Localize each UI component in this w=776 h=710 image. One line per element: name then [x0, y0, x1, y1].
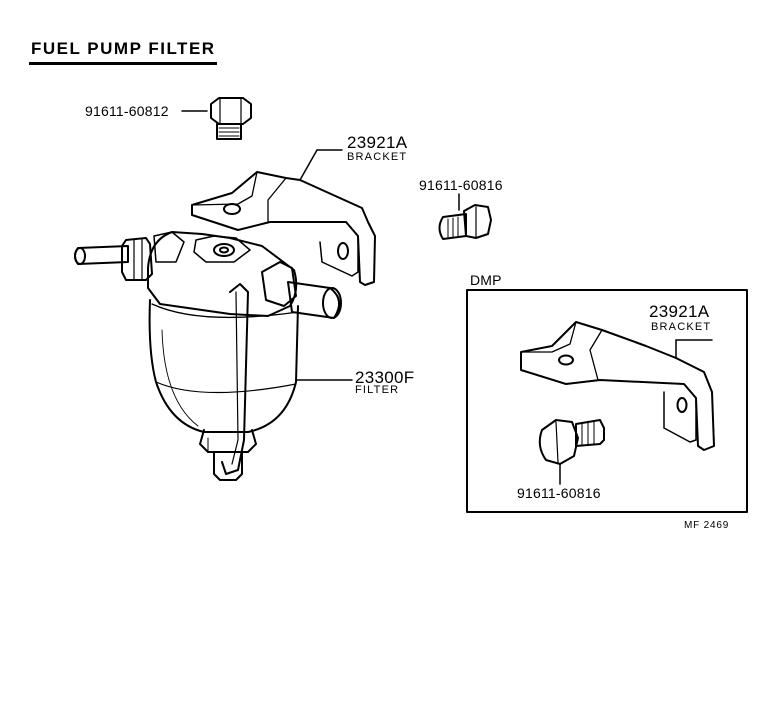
fuel-filter	[74, 231, 353, 481]
part-name-bracket-inset: BRACKET	[651, 321, 712, 333]
part-name-bracket-main: BRACKET	[347, 151, 408, 163]
bolt-right	[438, 193, 492, 240]
part-number-bracket-main: 23921A	[347, 133, 408, 152]
part-number-bolt-top: 91611-60812	[85, 103, 169, 119]
inset-frame	[466, 289, 748, 513]
reference-code: MF 2469	[684, 520, 730, 531]
part-number-bolt-inset: 91611-60816	[517, 485, 601, 501]
part-number-bracket-inset: 23921A	[649, 302, 710, 321]
title-underline	[29, 62, 217, 65]
bracket-main	[191, 149, 376, 286]
bolt-top	[181, 97, 252, 140]
part-number-bolt-right: 91611-60816	[419, 177, 503, 193]
page-title: FUEL PUMP FILTER	[31, 39, 216, 58]
bolt-inset	[538, 419, 605, 485]
part-number-filter: 23300F	[355, 368, 415, 387]
part-name-filter: FILTER	[355, 384, 400, 396]
inset-label: DMP	[470, 272, 502, 288]
bracket-inset	[520, 321, 715, 451]
